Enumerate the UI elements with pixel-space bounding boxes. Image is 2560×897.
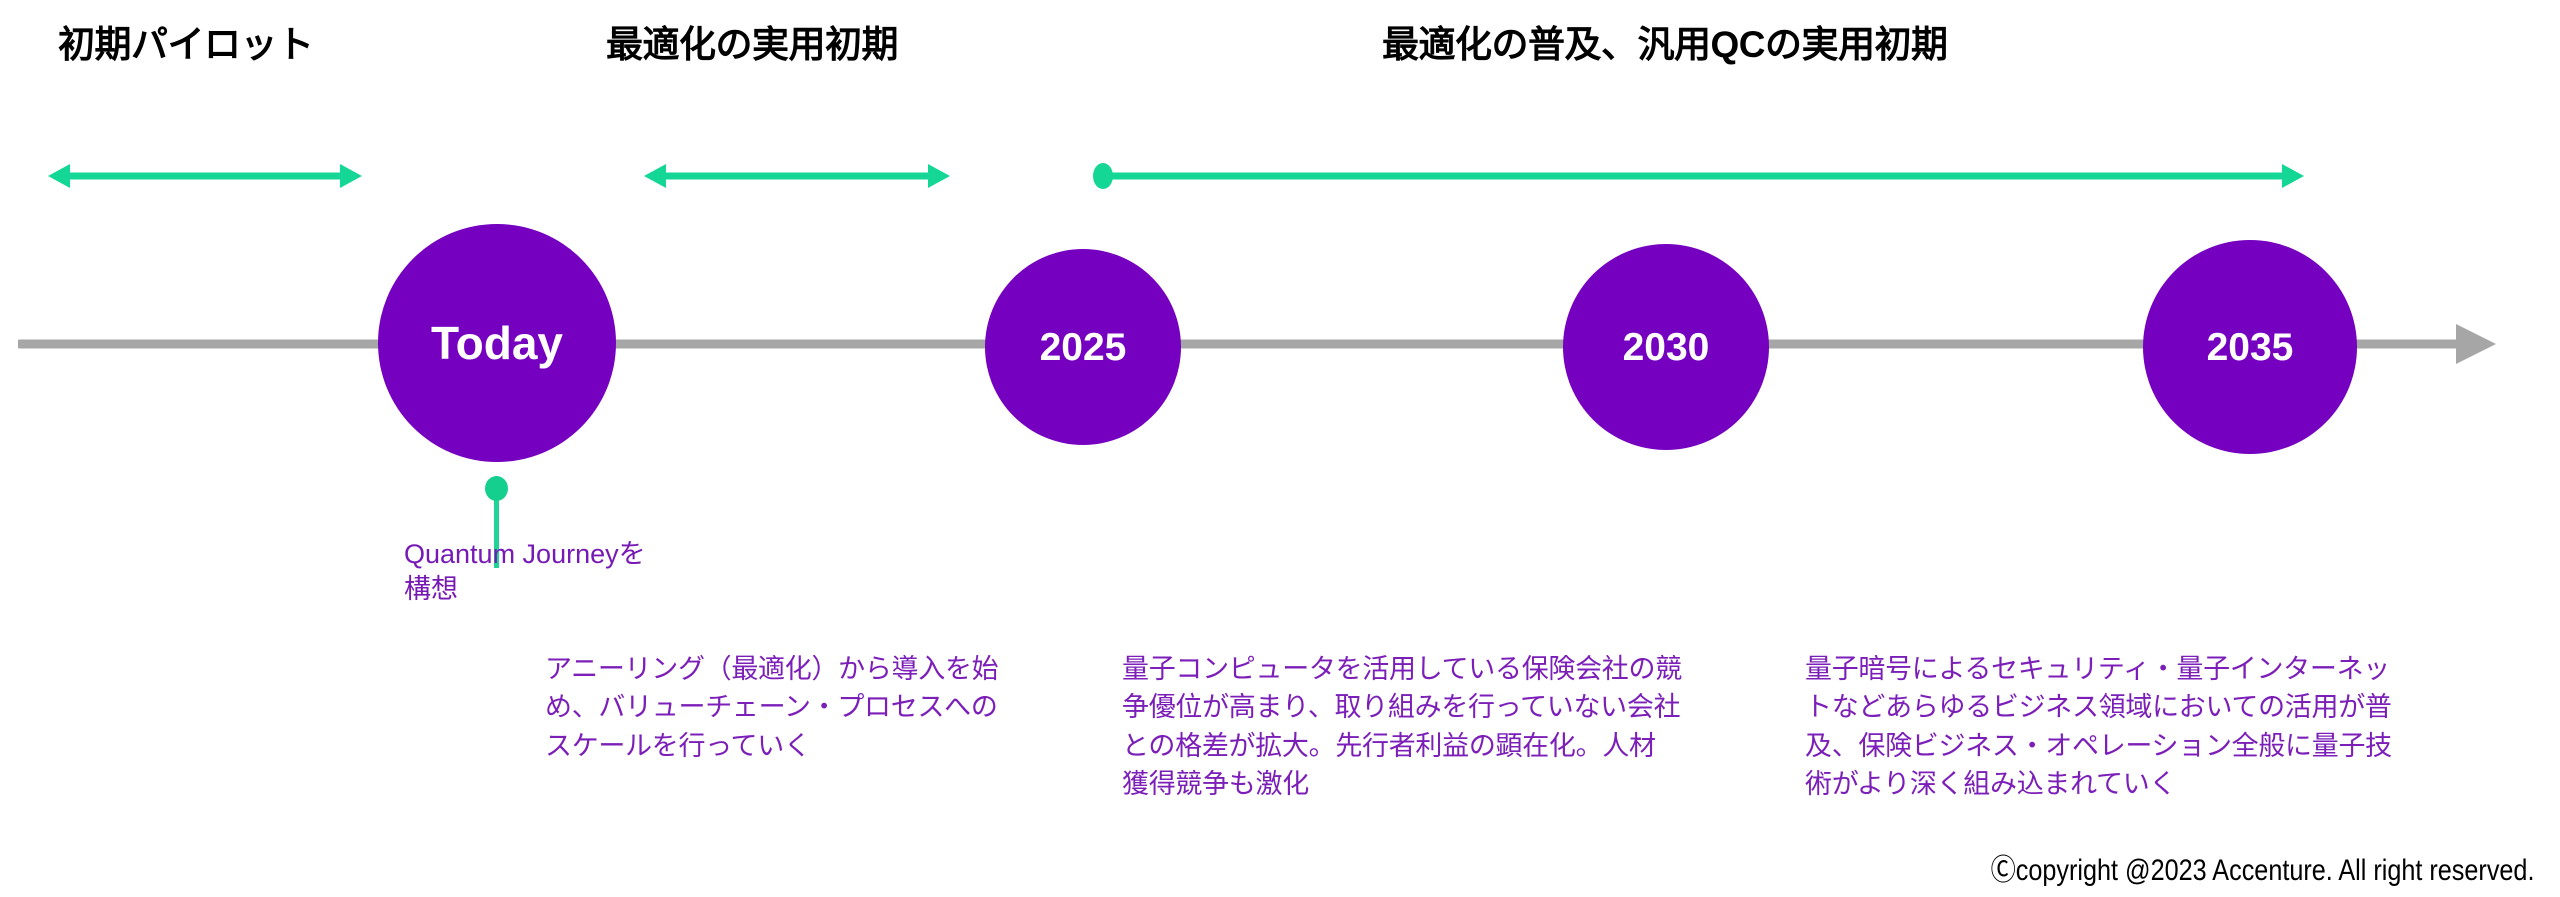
green-dot-icon <box>485 476 508 501</box>
milestone-today-label: Today <box>430 317 564 369</box>
phase-arrow-start-dot-icon <box>1093 163 1113 189</box>
phase-arrow-optimization-spread <box>1090 152 2315 200</box>
callout-line-1: Quantum Journeyを <box>404 539 646 569</box>
description-2030: 量子コンピュータを活用している保険会社の競争優位が高まり、取り組みを行っていない… <box>1122 654 1682 799</box>
copyright-notice: Ⓒcopyright @2023 Accenture. All right re… <box>1990 854 2534 887</box>
phase-arrow-early-pilot <box>40 152 370 200</box>
description-2035: 量子暗号によるセキュリティ・量子インターネットなどあらゆるビジネス領域においての… <box>1805 654 2392 799</box>
milestone-2035-label: 2035 <box>2206 325 2294 369</box>
milestone-today[interactable]: Today <box>378 224 616 462</box>
callout-line-2: 構想 <box>404 573 458 604</box>
callout-connector-line <box>494 488 499 568</box>
milestone-2030[interactable]: 2030 <box>1563 244 1769 450</box>
milestone-2025[interactable]: 2025 <box>985 249 1181 445</box>
phase-heading-optimization-early-practical: 最適化の実用初期 <box>606 24 899 65</box>
phase-heading-optimization-spread: 最適化の普及、汎用QCの実用初期 <box>1382 24 1948 65</box>
timeline-arrowhead-icon <box>2456 324 2496 364</box>
phase-arrow-optimization-early-practical <box>636 152 961 200</box>
milestone-2035[interactable]: 2035 <box>2143 240 2357 454</box>
callout-quantum-journey: Quantum Journeyを 構想 <box>404 537 744 606</box>
milestone-2030-label: 2030 <box>1622 325 1710 369</box>
phase-heading-early-pilot: 初期パイロット <box>58 24 314 65</box>
milestone-2025-label: 2025 <box>1039 325 1127 369</box>
description-2025: アニーリング（最適化）から導入を始め、バリューチェーン・プロセスへのスケールを行… <box>545 654 999 761</box>
